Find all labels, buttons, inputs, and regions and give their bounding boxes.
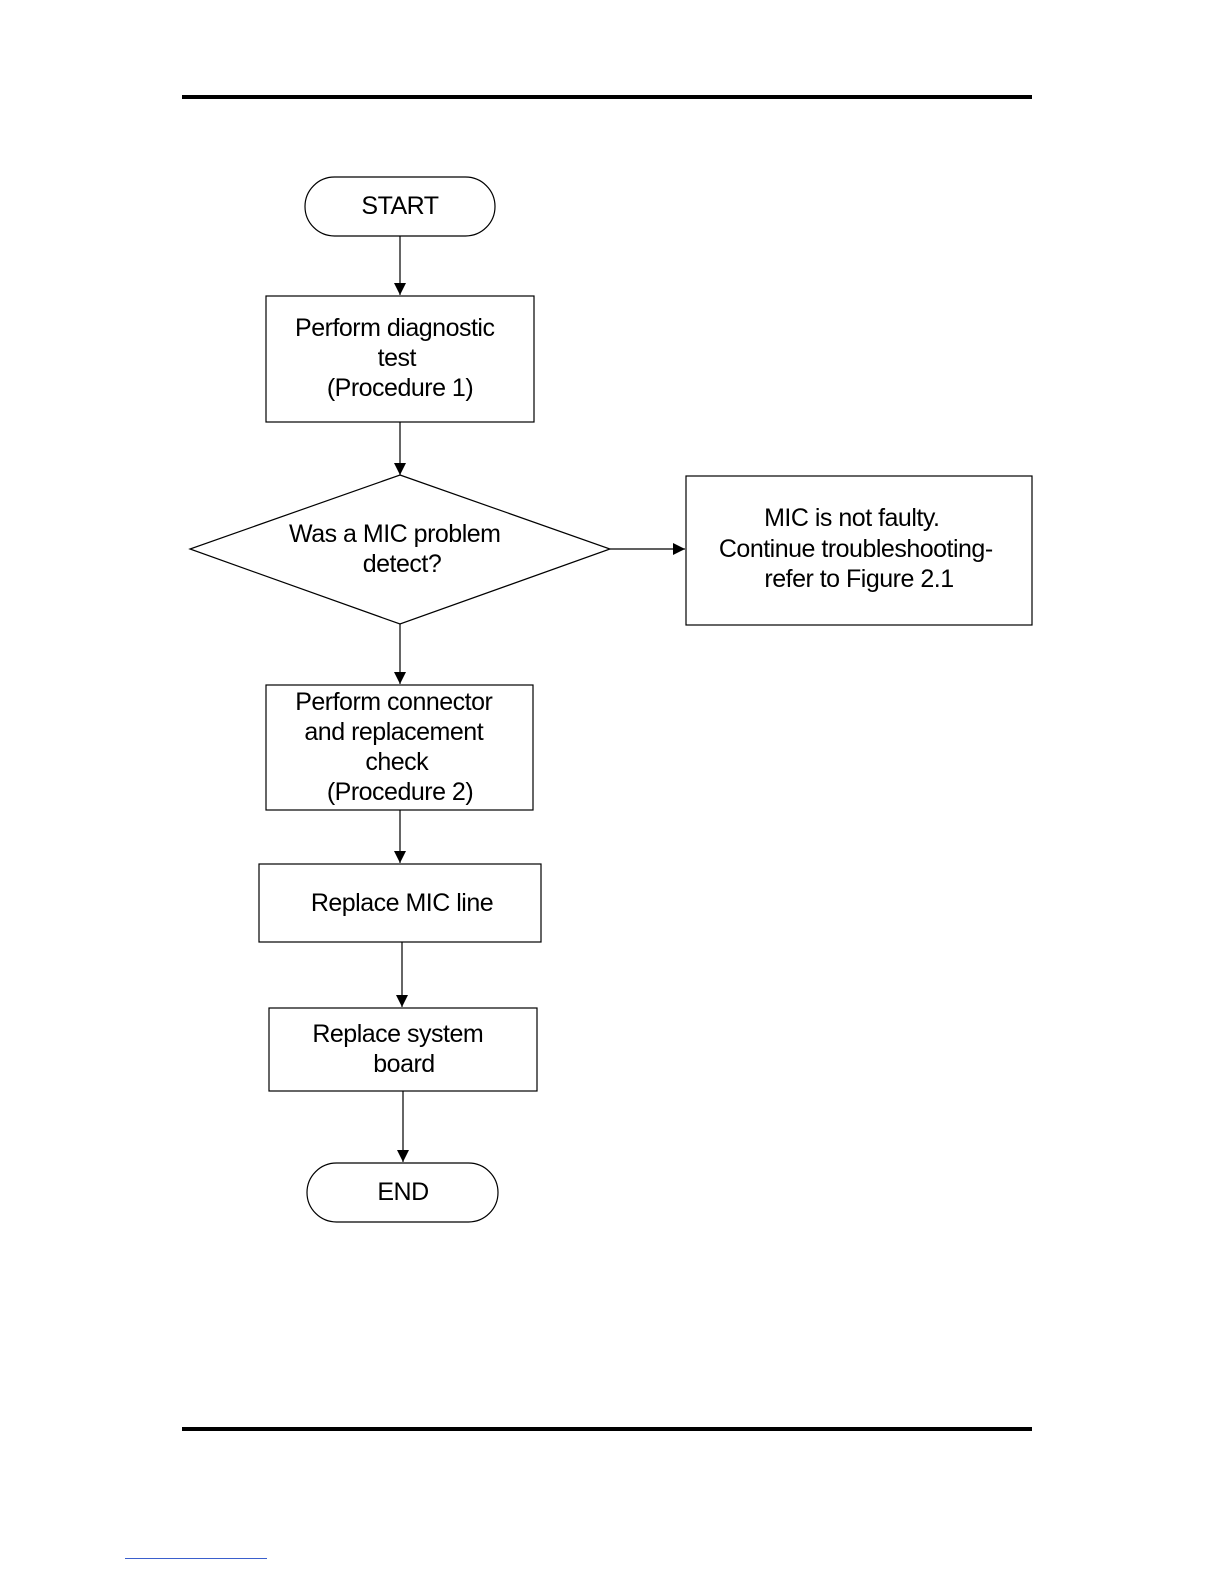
diagnostic-node: Perform diagnostic test (Procedure 1) <box>266 296 534 422</box>
end-node: END <box>307 1163 498 1222</box>
not-faulty-node: MIC is not faulty. Continue troubleshoot… <box>686 476 1032 625</box>
connector-check-node: Perform connector and replacement check … <box>266 685 533 810</box>
end-label: END <box>377 1178 428 1206</box>
replace-board-node: Replace system board <box>269 1008 537 1091</box>
replace-mic-node: Replace MIC line <box>259 864 541 942</box>
replace-mic-label: Replace MIC line <box>311 889 493 917</box>
start-node: START <box>305 177 495 236</box>
decision-node: Was a MIC problem detect? <box>190 475 610 624</box>
start-label: START <box>361 192 438 220</box>
